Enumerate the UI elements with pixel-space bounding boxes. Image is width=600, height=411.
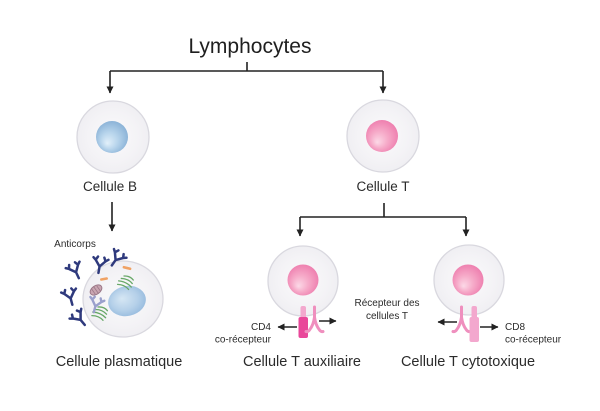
t-cytotoxic-cell (433, 244, 505, 342)
label-cellule-b: Cellule B (83, 179, 137, 194)
plasma-cell (82, 260, 164, 338)
mitochondrion-icon (89, 284, 103, 296)
granule-icon (100, 277, 108, 281)
cellule-b-cell (76, 100, 150, 174)
nucleus (366, 120, 398, 152)
label-cellule-plasmatique: Cellule plasmatique (56, 354, 183, 370)
label-cd8-line2: co-récepteur (505, 335, 562, 346)
nucleus (287, 264, 319, 296)
granule-icon (122, 265, 132, 271)
t-helper-cell (267, 245, 339, 338)
label-cd4-line1: CD4 (251, 322, 271, 333)
label-cellule-t-cytotoxique: Cellule T cytotoxique (401, 354, 535, 370)
label-cd4-line2: co-récepteur (215, 335, 272, 346)
label-cellule-t: Cellule T (356, 179, 409, 194)
nucleus (108, 285, 146, 317)
label-tcr-line2: cellules T (366, 311, 408, 322)
cellule-t-cell (346, 99, 420, 173)
title: Lymphocytes (189, 35, 312, 58)
tcr-receptor-icon (304, 305, 325, 334)
label-anticorps: Anticorps (54, 239, 96, 250)
label-cd8-line1: CD8 (505, 322, 525, 333)
label-cellule-t-auxiliaire: Cellule T auxiliaire (243, 354, 361, 370)
label-tcr-line1: Récepteur des (354, 298, 419, 309)
connectors (106, 62, 499, 331)
tcr-receptor-icon (451, 305, 472, 334)
nucleus (452, 264, 484, 296)
cd8-coreceptor-icon (469, 306, 479, 342)
antibody-icon (59, 286, 81, 308)
antibody-icon (63, 259, 87, 283)
nucleus (96, 121, 128, 153)
